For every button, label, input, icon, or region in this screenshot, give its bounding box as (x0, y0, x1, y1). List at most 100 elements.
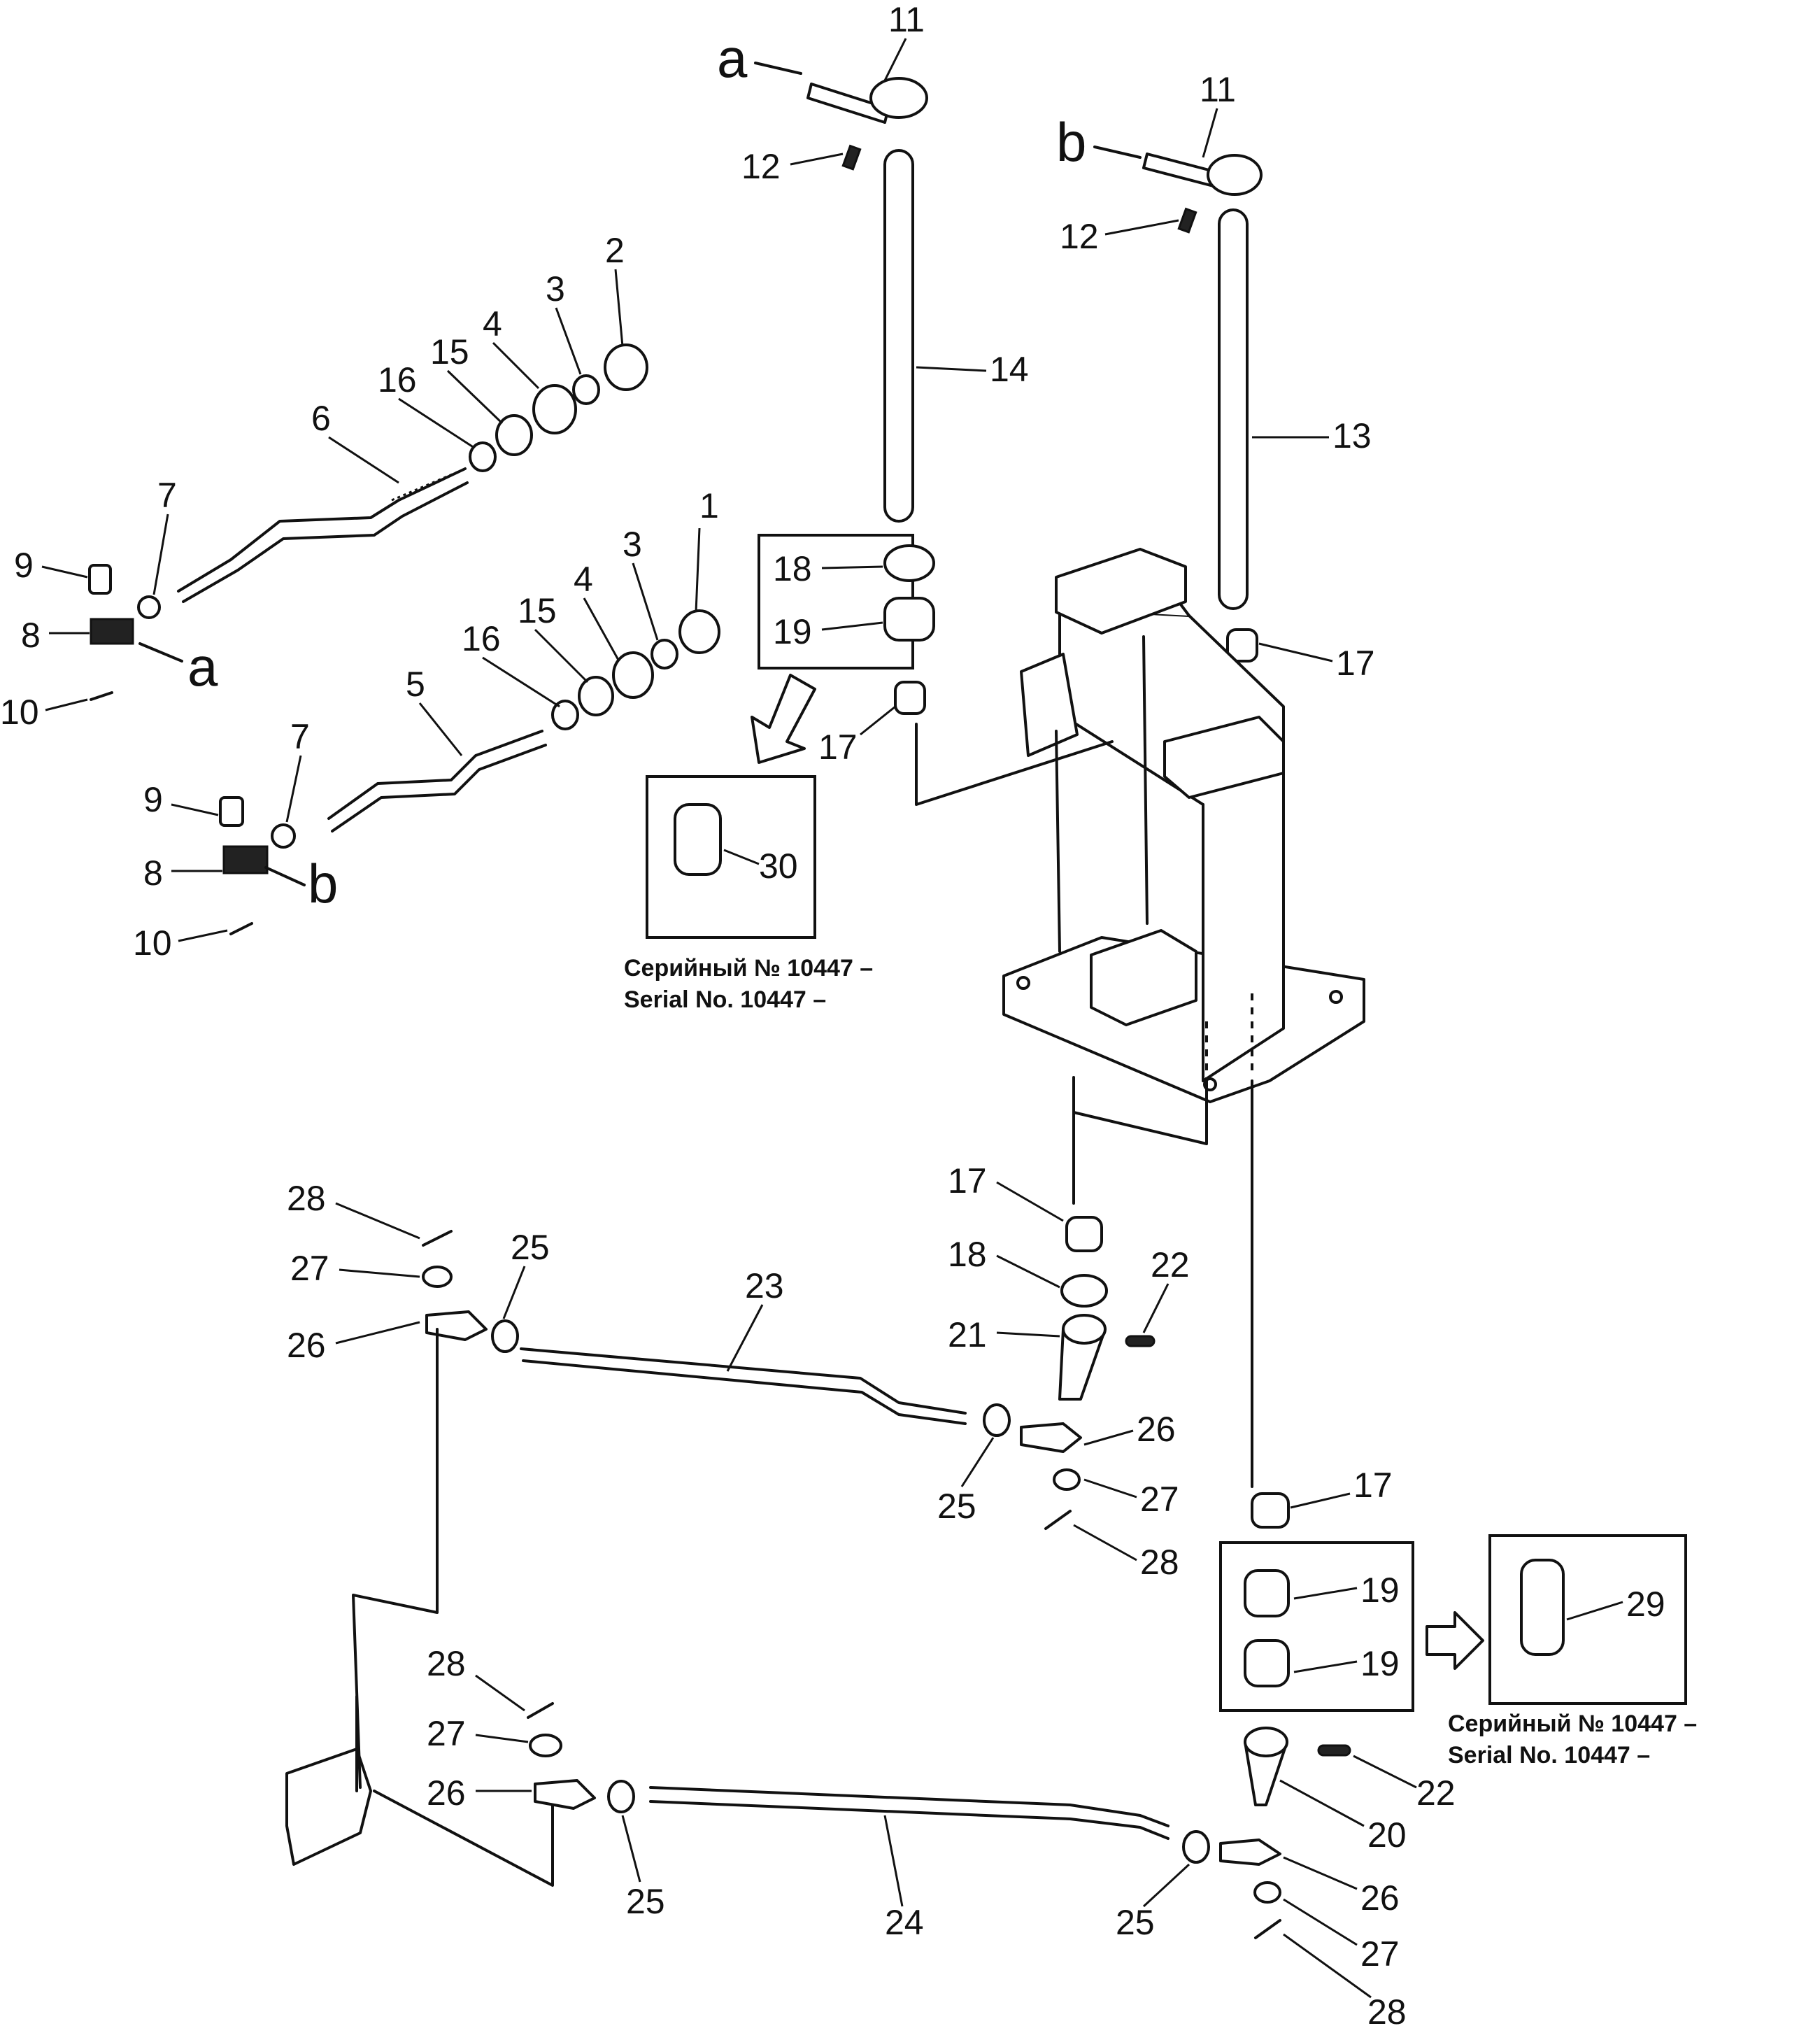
callout-19-b: 19 (1360, 1571, 1400, 1610)
nut-16-a (469, 441, 497, 472)
serial-note-en-a: Serial No. 10447 – (624, 986, 826, 1013)
callout-24: 24 (885, 1903, 924, 1942)
callout-26-c: 26 (427, 1773, 466, 1813)
inset-box-29 (1488, 1534, 1687, 1705)
callout-4-a: 4 (483, 304, 502, 343)
serial-note-en-b: Serial No. 10447 – (1448, 1742, 1650, 1769)
callout-27-c: 27 (427, 1714, 466, 1753)
assembly-line-b (1072, 1076, 1208, 1145)
callout-9-b: 9 (143, 780, 163, 819)
replacement-arrow-b (1426, 1611, 1484, 1670)
callout-17-c: 17 (948, 1161, 987, 1200)
nut-27-c (1253, 1881, 1281, 1904)
bushing-17-a (894, 681, 926, 715)
callout-21: 21 (948, 1315, 987, 1354)
rod-23 (520, 1347, 967, 1415)
bushing-15-b (578, 676, 614, 716)
bushing-17-c (1065, 1216, 1103, 1252)
callout-18-b: 18 (948, 1235, 987, 1274)
callout-13: 13 (1332, 416, 1372, 455)
callout-3-b: 3 (623, 525, 642, 564)
callout-9-a: 9 (14, 546, 34, 585)
arm-11-a-hub (869, 77, 928, 119)
callout-2: 2 (605, 231, 625, 270)
nut-27-b (422, 1266, 453, 1288)
nut-27-a (1053, 1468, 1081, 1491)
rod-end-26-c (1219, 1839, 1281, 1866)
callout-10-a: 10 (0, 693, 39, 732)
housing-side-bracket (1020, 653, 1079, 757)
housing-collar (1163, 716, 1285, 799)
cotter-pin-28-c (1254, 1919, 1281, 1939)
callout-5: 5 (406, 665, 425, 704)
shaft-13 (1218, 208, 1249, 610)
linkage-24 (285, 1492, 1687, 1939)
callout-14: 14 (990, 350, 1029, 389)
washer-4-a (532, 384, 577, 434)
lever-assembly-5 (219, 609, 720, 935)
bushing-19-b (1244, 1569, 1290, 1617)
callout-28-b: 28 (1140, 1543, 1179, 1582)
callout-10-b: 10 (133, 923, 172, 963)
rod-end-26-d (534, 1779, 596, 1810)
callout-7-b: 7 (290, 717, 310, 756)
control-housing (1002, 548, 1365, 1103)
rod-24 (649, 1786, 1170, 1827)
bushing-17-b (1226, 628, 1258, 663)
callout-12-a: 12 (741, 147, 781, 186)
bushing-15-a (495, 414, 533, 456)
cotter-pin-28-b (422, 1230, 453, 1247)
callout-22-a: 22 (1151, 1245, 1190, 1284)
callout-27-a: 27 (290, 1249, 329, 1288)
rod-end-26-b (425, 1310, 488, 1341)
callout-12-b: 12 (1060, 217, 1099, 256)
callout-25-b: 25 (937, 1487, 976, 1526)
shaft-14-assembly (646, 77, 935, 939)
replacement-arrow-a (751, 674, 816, 764)
callout-27-d: 27 (1360, 1934, 1400, 1974)
nut-25-d (1182, 1830, 1210, 1864)
callout-11-a: 11 (888, 0, 925, 39)
nut-25-b (491, 1319, 519, 1353)
serial-note-ru-b: Серийный № 10447 – (1448, 1710, 1697, 1737)
lever-assembly-6 (88, 343, 648, 701)
callout-25-a: 25 (511, 1228, 550, 1267)
callout-28-a: 28 (287, 1179, 326, 1218)
housing-inner-block (1090, 929, 1197, 1026)
callout-18-a: 18 (773, 549, 812, 588)
cotter-pin-28-a (1044, 1510, 1072, 1530)
callout-28-d: 28 (1367, 1992, 1407, 2026)
nut-25-c (607, 1780, 635, 1813)
ref-a-top: a (717, 27, 748, 89)
nut-3-b (650, 639, 678, 670)
callout-11-b: 11 (1200, 70, 1236, 109)
pin-22-b (1317, 1744, 1351, 1757)
ref-b-left: b (308, 853, 338, 914)
callout-8-b: 8 (143, 853, 163, 893)
callout-23: 23 (745, 1266, 784, 1305)
pin-22-a (1125, 1335, 1156, 1347)
assembly-line-a (915, 723, 1114, 806)
callout-19-c: 19 (1360, 1644, 1400, 1683)
callout-7-a: 7 (157, 476, 177, 515)
callout-26-b: 26 (1137, 1410, 1176, 1449)
callout-16-a: 16 (378, 360, 417, 399)
knob-2 (604, 343, 648, 391)
callout-28-c: 28 (427, 1644, 466, 1683)
inset-box-19 (1219, 1541, 1414, 1712)
callout-25-c: 25 (626, 1882, 665, 1921)
nut-16-b (551, 700, 579, 730)
bushing-18-c (1060, 1274, 1108, 1308)
shaft-13-assembly (1142, 153, 1263, 663)
callout-17-a: 17 (818, 728, 858, 767)
pin-9-a (88, 564, 112, 595)
pin-12-b (1177, 207, 1197, 234)
rod-5 (327, 730, 543, 820)
knob-1 (678, 609, 720, 654)
callout-29: 29 (1626, 1585, 1665, 1624)
bushing-19-a (883, 597, 935, 642)
bushing-30 (674, 803, 722, 876)
callout-17-d: 17 (1353, 1466, 1393, 1505)
callout-22-b: 22 (1416, 1773, 1456, 1813)
